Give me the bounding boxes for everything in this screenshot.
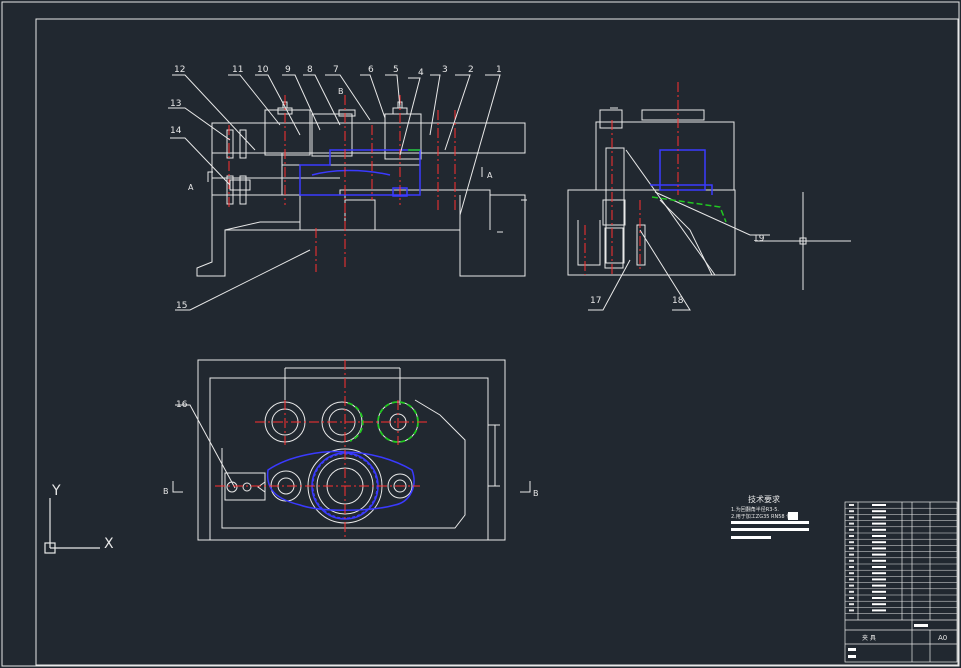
bom-row-mark <box>872 566 886 568</box>
bom-row-number-mark <box>849 510 854 513</box>
title-block-name: 夹 具 <box>862 634 876 642</box>
side-view <box>567 107 736 276</box>
balloon-19: 19 <box>753 234 765 244</box>
bom-row-mark <box>872 547 886 550</box>
bom-row-mark <box>872 553 886 556</box>
bom-row-number-mark <box>849 547 854 550</box>
balloon-12: 12 <box>174 65 185 75</box>
bom-row-number-mark <box>849 541 854 544</box>
balloon-14: 14 <box>170 126 182 136</box>
bom-row-number-mark <box>849 522 854 525</box>
balloon-11: 11 <box>232 65 243 75</box>
bom-row-mark <box>872 603 886 606</box>
balloon-2: 2 <box>468 65 474 75</box>
bom-row-mark <box>872 597 886 599</box>
leader-lines <box>168 74 770 489</box>
bom-row-mark <box>872 609 886 612</box>
bom-row-mark <box>872 584 886 587</box>
bom-row-mark <box>872 516 886 519</box>
tech-requirements-line2: 2.用于加工ZG35 RN58 件 <box>731 513 791 520</box>
section-letter-a-right: A <box>487 171 493 180</box>
balloon-7: 7 <box>333 65 339 75</box>
section-letter-b-bottom-right: B <box>533 489 539 498</box>
bom-row-mark <box>872 510 886 513</box>
balloon-5: 5 <box>393 65 399 75</box>
bom-row-mark <box>872 541 886 544</box>
bom-row-number-mark <box>849 603 854 606</box>
bom-row-mark <box>872 528 886 531</box>
balloon-18: 18 <box>672 296 684 306</box>
bom-row-mark <box>872 590 886 593</box>
side-view-colored <box>584 82 727 275</box>
bom-row-mark <box>872 559 886 562</box>
top-view <box>172 359 531 541</box>
balloon-16: 16 <box>176 400 188 410</box>
balloon-15: 15 <box>176 301 187 311</box>
title-block-size: A0 <box>938 634 947 642</box>
balloon-17: 17 <box>590 296 601 306</box>
bom-row-number-mark <box>849 516 854 519</box>
bom-row-number-mark <box>849 590 854 593</box>
bom-row-number-mark <box>849 504 854 506</box>
front-view-colored <box>228 95 456 272</box>
bom-row-mark <box>872 535 886 537</box>
bom-row-number-mark <box>849 597 854 599</box>
tech-requirements-redacted-bars <box>731 512 809 539</box>
ucs-icon <box>44 498 100 554</box>
balloon-6: 6 <box>368 65 374 75</box>
section-letter-b-top: B <box>338 87 344 96</box>
balloon-13: 13 <box>170 99 181 109</box>
balloon-10: 10 <box>257 65 269 75</box>
bom-row-mark <box>872 504 886 506</box>
crosshair-cursor <box>755 192 851 290</box>
bom-row-number-mark <box>849 572 854 575</box>
bom-table-rows <box>845 504 957 614</box>
bom-row-mark <box>872 522 886 525</box>
bom-row-number-mark <box>849 528 854 531</box>
section-letter-b-bottom-left: B <box>163 487 169 496</box>
balloon-8: 8 <box>307 65 313 75</box>
ucs-x-label: X <box>104 536 114 552</box>
bom-row-number-mark <box>849 559 854 562</box>
bom-row-number-mark <box>849 584 854 587</box>
front-view <box>196 101 527 277</box>
ucs-y-label: Y <box>51 483 61 499</box>
bom-row-mark <box>872 572 886 575</box>
bom-row-number-mark <box>849 578 854 581</box>
bom-row-number-mark <box>849 566 854 568</box>
title-block <box>844 501 958 663</box>
balloon-4: 4 <box>418 68 424 78</box>
tech-requirements-line1: 1.为回翻角半径R3-5. <box>731 506 779 513</box>
balloon-labels: 1 2 3 4 5 6 7 8 9 10 11 12 13 14 15 16 1… <box>170 65 765 410</box>
bom-row-number-mark <box>849 553 854 556</box>
tech-requirements-title: 技术要求 <box>748 494 780 504</box>
section-letter-a-left: A <box>188 183 194 192</box>
bom-row-number-mark <box>849 535 854 537</box>
balloon-1: 1 <box>496 65 502 75</box>
bom-row-number-mark <box>849 609 854 612</box>
bom-row-mark <box>872 578 886 581</box>
top-view-colored <box>215 360 430 540</box>
balloon-3: 3 <box>442 65 448 75</box>
balloon-9: 9 <box>285 65 291 75</box>
title-block-redacted-bars <box>848 624 928 658</box>
